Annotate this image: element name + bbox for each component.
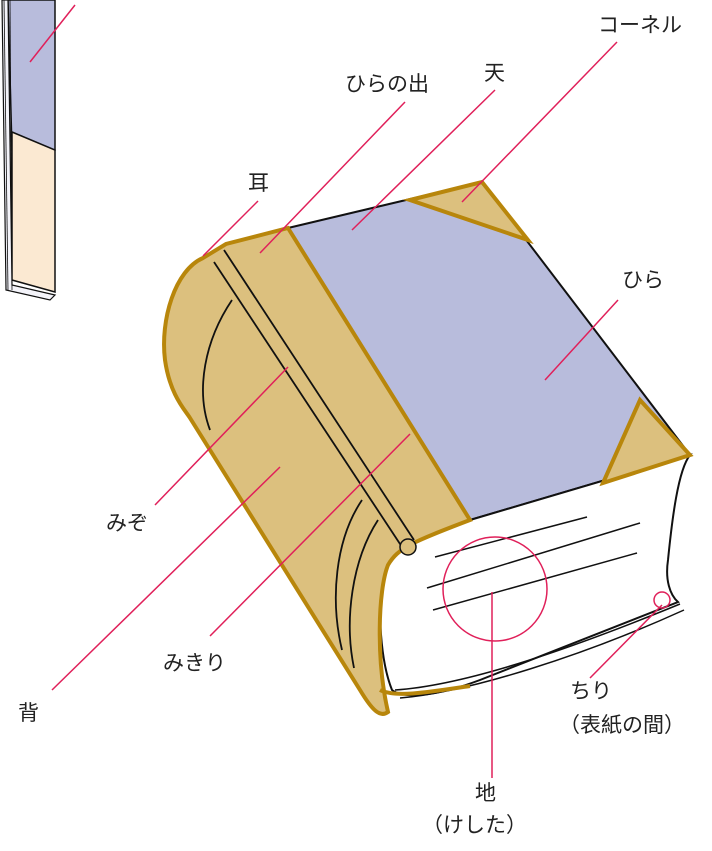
ji-callout-circle — [442, 536, 548, 642]
main-book-illustration — [162, 179, 694, 716]
partial-book-leather — [11, 130, 56, 293]
partial-book-pages — [1, 0, 57, 301]
label-se: 背 — [18, 701, 39, 725]
partial-book-illustration — [1, 0, 57, 301]
leader-partial — [29, 4, 76, 63]
leader-hira — [544, 299, 619, 381]
partial-book-cover — [7, 0, 56, 151]
label-mizo: みぞ — [106, 511, 148, 535]
leader-hira-no-de — [259, 101, 406, 254]
leader-mimi — [202, 200, 259, 257]
label-mikiri: みきり — [163, 651, 226, 675]
leader-lines — [29, 4, 663, 778]
bottom-corner-leather — [599, 396, 694, 487]
leader-mizo — [154, 366, 289, 506]
leader-ten — [351, 89, 496, 231]
label-corner: コーネル — [598, 13, 682, 37]
label-partial: 丸背 — [48, 0, 90, 3]
label-hira: ひら — [622, 268, 664, 292]
label-ji-2: （けした） — [422, 813, 527, 837]
label-ji-1: 地 — [475, 781, 496, 805]
leader-mikiri — [209, 433, 411, 637]
label-chiri-2: （表紙の間） — [559, 713, 685, 737]
label-mimi: 耳 — [248, 171, 269, 195]
leader-chiri — [589, 604, 663, 679]
label-chiri-1: ちり — [570, 679, 612, 703]
leader-corner — [461, 41, 618, 203]
spine-leather — [162, 225, 473, 716]
leader-se — [51, 466, 281, 691]
chiri-callout-circle — [653, 591, 671, 609]
labels: 丸背 コーネル 天 ひらの出 耳 ひら みぞ みきり 背 ちり （表紙の間） 地… — [18, 0, 685, 837]
label-ten: 天 — [484, 61, 505, 85]
top-corner-leather — [402, 179, 534, 245]
label-hira-no-de: ひらの出 — [345, 72, 429, 96]
